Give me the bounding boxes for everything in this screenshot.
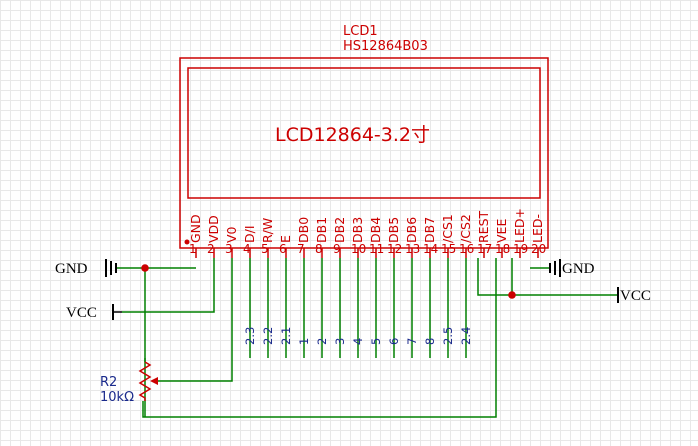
pin-1-number: 1 (189, 242, 197, 256)
wire-v0-wiper (156, 258, 233, 382)
wires (116, 258, 618, 418)
lcd-part-number: HS12864B03 (343, 39, 428, 54)
pin-12-name: DB5 (386, 217, 401, 243)
wire-vdd-vcc (122, 258, 215, 313)
pin-12-number: 12 (387, 242, 402, 256)
gnd-symbol-right[interactable]: GND (549, 259, 595, 277)
pin-3-number: 3 (225, 242, 233, 256)
pin-2-number: 2 (207, 242, 215, 256)
pin-5-number: 5 (261, 242, 269, 256)
pin-14-name: DB7 (422, 217, 437, 243)
pin-3-name: V0 (224, 226, 239, 243)
net-label: 2.4 (459, 327, 473, 345)
pin-8-number: 8 (315, 242, 323, 256)
lcd-title: LCD12864-3.2寸 (275, 124, 430, 146)
net-label: 2.2 (261, 327, 275, 345)
pin-11-number: 11 (369, 242, 384, 256)
vcc-right-label: VCC (620, 288, 651, 304)
lcd-designator: LCD1 (343, 24, 378, 39)
pin-8-name: DB1 (314, 217, 329, 243)
pin-18-number: 18 (495, 242, 510, 256)
net-label: 2 (315, 338, 329, 345)
pin-16-name: /CS2 (458, 214, 473, 243)
pin-13-name: DB6 (404, 217, 419, 243)
net-label: 6 (387, 338, 401, 345)
gnd-left-label: GND (55, 261, 88, 277)
pin-11-name: DB4 (368, 217, 383, 243)
net-label: 2.3 (243, 327, 257, 345)
pin-15-number: 15 (441, 242, 456, 256)
net-label: 7 (405, 338, 419, 345)
pin-4-number: 4 (243, 242, 251, 256)
potentiometer-r2[interactable]: R2 10kΩ (100, 358, 158, 405)
pin-6-number: 6 (279, 242, 287, 256)
pin-4-name: D/I (242, 225, 257, 243)
net-wires (249, 258, 467, 358)
pin-6-name: E (278, 235, 293, 243)
vcc-symbol-right[interactable]: VCC (617, 287, 651, 304)
gnd-right-label: GND (562, 261, 595, 277)
net-label: 1 (297, 338, 311, 345)
net-label: 2.1 (279, 327, 293, 345)
pin1-marker (184, 239, 190, 245)
pot-zigzag (138, 361, 152, 401)
pin-14-number: 14 (423, 242, 438, 256)
net-label: 2.5 (441, 327, 455, 345)
pin-17-name: REST (476, 210, 491, 243)
resistor-designator: R2 (100, 375, 117, 390)
pin-16-number: 16 (459, 242, 474, 256)
pin-5-name: R/W (260, 218, 275, 243)
wiper-arrow-icon (150, 377, 158, 385)
lcd-outer-body (179, 57, 549, 249)
lcd-screen-area (187, 67, 541, 199)
pin-9-name: DB2 (332, 217, 347, 243)
pin-10-number: 10 (351, 242, 366, 256)
wire-vee-pot (142, 258, 497, 418)
lcd-component[interactable]: LCD1 HS12864B03 LCD12864-3.2寸 (179, 24, 549, 249)
pin-1-name: GND (188, 214, 203, 243)
junction-vcc[interactable] (508, 291, 516, 299)
net-label: 4 (351, 338, 365, 345)
resistor-value: 10kΩ (100, 390, 134, 405)
pin-17-number: 17 (477, 242, 492, 256)
pin-15-name: /CS1 (440, 214, 455, 243)
wire-rest-vcc (477, 258, 513, 296)
pin-19-number: 19 (513, 242, 528, 256)
net-label: 8 (423, 338, 437, 345)
junction-gnd[interactable] (141, 264, 149, 272)
net-label: 5 (369, 338, 383, 345)
pin-7-name: DB0 (296, 217, 311, 243)
pin-10-name: DB3 (350, 217, 365, 243)
pin-9-number: 9 (333, 242, 341, 256)
net-label: 3 (333, 338, 347, 345)
pin-19-name: LED+ (512, 208, 527, 243)
pin-20-name: LED- (530, 214, 545, 243)
vcc-left-label: VCC (66, 305, 97, 321)
gnd-symbol-left[interactable]: GND (55, 259, 117, 277)
pin-7-number: 7 (297, 242, 305, 256)
pin-13-number: 13 (405, 242, 420, 256)
pin-2-name: VDD (206, 215, 221, 243)
vcc-symbol-left[interactable]: VCC (66, 304, 122, 321)
pin-18-name: VEE (494, 219, 509, 243)
pin-20-number: 20 (531, 242, 546, 256)
